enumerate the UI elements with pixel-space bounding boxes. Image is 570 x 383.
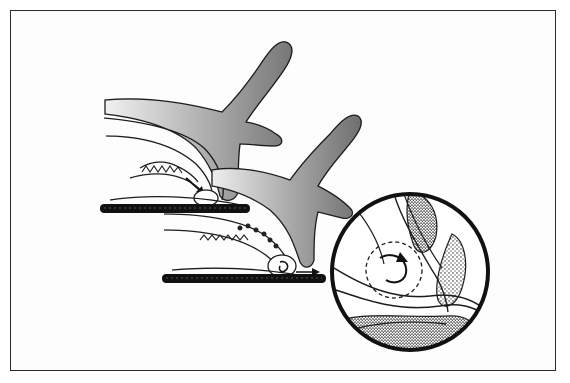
upper-sucker-row xyxy=(140,162,198,182)
lower-sucker-teeth xyxy=(200,235,248,240)
upper-sucker-teeth xyxy=(142,166,182,173)
upper-strip xyxy=(100,204,250,213)
lower-strip xyxy=(162,274,326,283)
magnified-inset xyxy=(332,190,492,360)
